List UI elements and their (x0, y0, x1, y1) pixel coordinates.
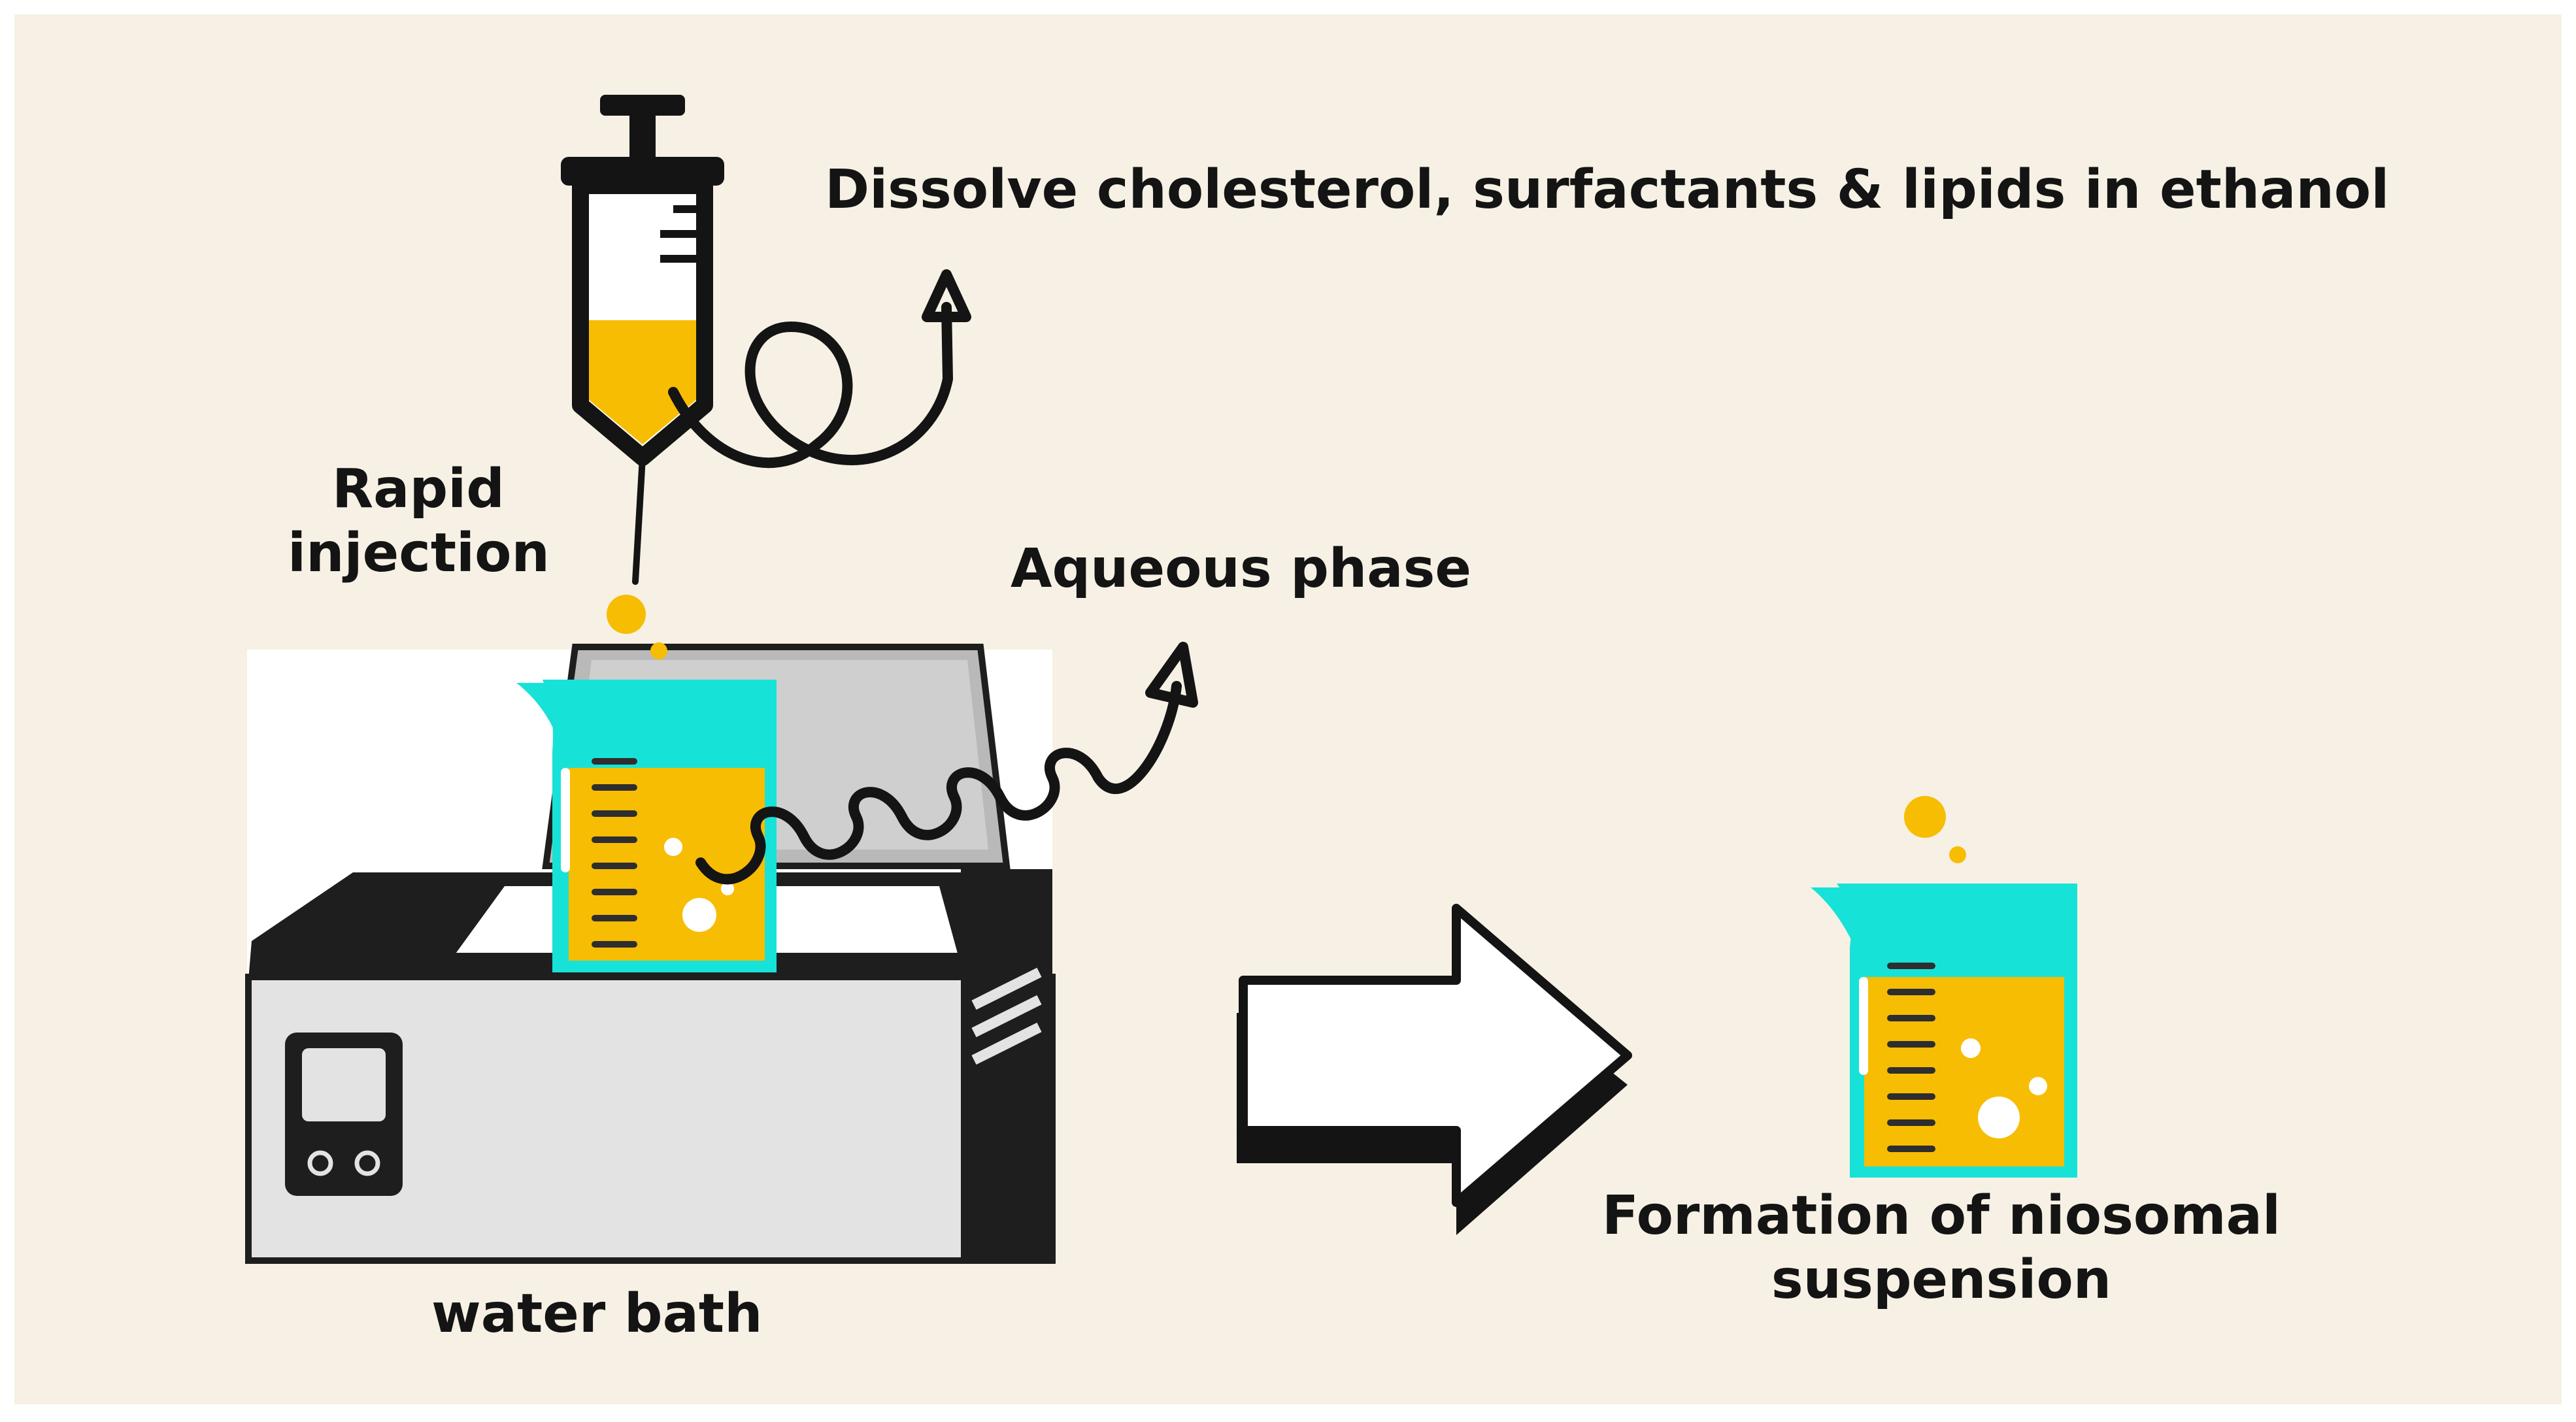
process-arrow-icon (1237, 904, 1632, 1235)
beaker-spout (516, 683, 569, 742)
bubble (1978, 1097, 2020, 1138)
control-knob (354, 1150, 380, 1176)
bubble (1961, 1038, 1981, 1058)
vent-line (971, 995, 1042, 1038)
syringe-plunger-cap (600, 95, 685, 116)
bubble (682, 898, 716, 932)
beaker-icon (1811, 884, 2077, 1178)
beaker-graduations (592, 758, 637, 948)
syringe-plunger-rod (629, 115, 656, 163)
vent-line (971, 967, 1042, 1010)
water-bath-side (961, 869, 1052, 1261)
droplet-icon (1949, 846, 1966, 863)
beaker-icon (516, 680, 777, 972)
droplet-icon (607, 595, 646, 634)
beaker-highlight (1859, 977, 1868, 1075)
bubble (2029, 1077, 2047, 1095)
arrowhead (1145, 642, 1198, 708)
control-knob (307, 1150, 333, 1176)
curly-arrow-icon (695, 681, 1182, 885)
aqueous-phase-label: Aqueous phase (1011, 538, 1472, 600)
beaker-highlight (561, 768, 570, 872)
vent-line (971, 1022, 1042, 1065)
display-screen (302, 1048, 386, 1121)
droplet-icon (1904, 796, 1946, 838)
syringe-liquid (589, 320, 696, 444)
arrowhead (922, 269, 971, 322)
curly-arrow-icon (668, 302, 953, 469)
bubble (664, 838, 682, 856)
droplet-icon (650, 642, 667, 659)
syringe-needle (632, 454, 646, 585)
water-bath-label: water bath (431, 1283, 763, 1345)
bubble (721, 882, 734, 895)
rapid-injection-label: Rapid injection (288, 458, 550, 585)
process-arrow-body (1239, 904, 1632, 1207)
beaker-spout (1811, 887, 1863, 948)
dissolve-label: Dissolve cholesterol, surfactants & lipi… (825, 159, 2390, 221)
formation-label: Formation of niosomal suspension (1601, 1185, 2281, 1312)
beaker-graduations (1887, 963, 1935, 1152)
